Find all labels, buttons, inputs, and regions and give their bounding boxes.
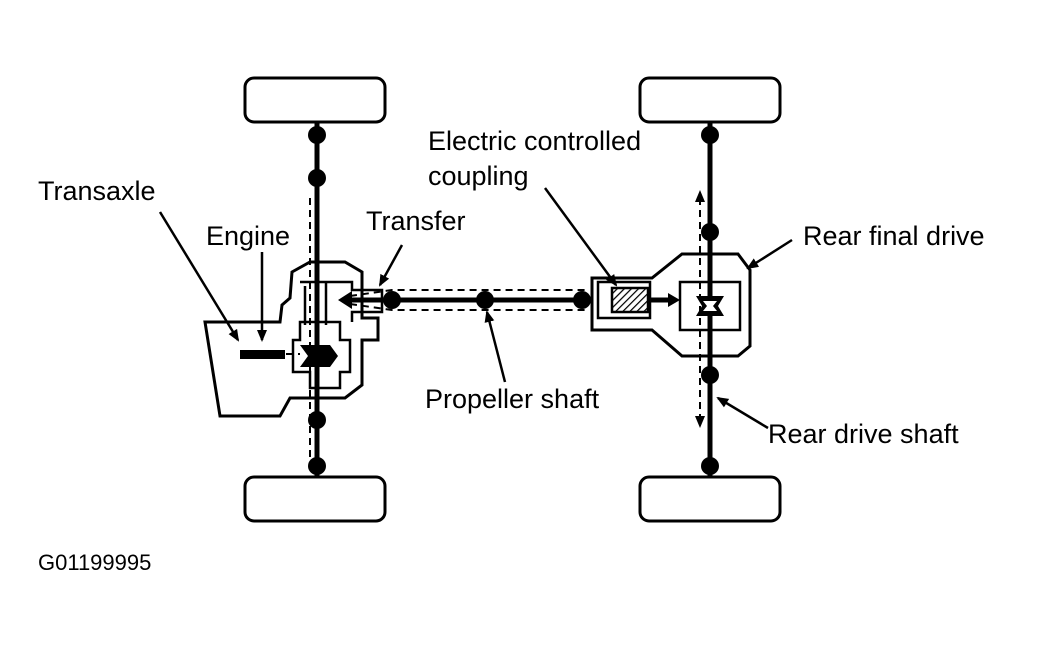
rear-flow-arrow-down [695,416,705,428]
transfer-housing [300,280,384,322]
figure-code: G01199995 [38,550,151,575]
joint-front-upper-1 [308,126,326,144]
rear-drive-shaft-label: Rear drive shaft [768,419,959,449]
rear-right-wheel [638,475,782,523]
joint-front-lower-2 [308,457,326,475]
rear-diff-inner [703,301,717,311]
leader-coupling [543,187,618,287]
coupling-arrow [668,293,680,307]
rear-differential-outline [678,280,742,332]
joint-rear-upper-1 [701,126,719,144]
leader-transaxle [158,211,240,342]
front-differential-icon [300,345,338,367]
front-right-wheel [243,475,387,523]
electric-coupling [610,286,650,314]
joint-prop-mid [476,291,494,309]
rear-left-wheel [638,76,782,124]
leader-transfer [378,244,404,287]
leader-rear-final-drive [746,238,793,270]
joint-prop-rear [573,291,591,309]
transaxle-gear-outline [291,320,352,390]
joint-front-lower-1 [308,411,326,429]
propeller-flow-dash [349,289,588,311]
joint-rear-upper-2 [701,223,719,241]
propeller-arrow [338,291,352,309]
leader-rear-drive-shaft [716,396,769,430]
transaxle-housing [203,260,380,418]
rear-flow-arrow-up [695,190,705,202]
engine-label: Engine [206,221,290,251]
leader-propeller-shaft [484,310,507,383]
coupling-label-line1: Electric controlled [428,126,641,156]
joint-front-upper-2 [308,169,326,187]
front-left-wheel [243,76,387,124]
transfer-label: Transfer [366,206,466,236]
joint-prop-front [383,291,401,309]
joint-rear-lower-2 [701,457,719,475]
propeller-shaft-label: Propeller shaft [425,384,600,414]
coupling-label-line2: coupling [428,161,529,191]
rear-final-drive-label: Rear final drive [803,221,985,251]
transaxle-label: Transaxle [38,176,156,206]
joint-rear-lower-1 [701,366,719,384]
